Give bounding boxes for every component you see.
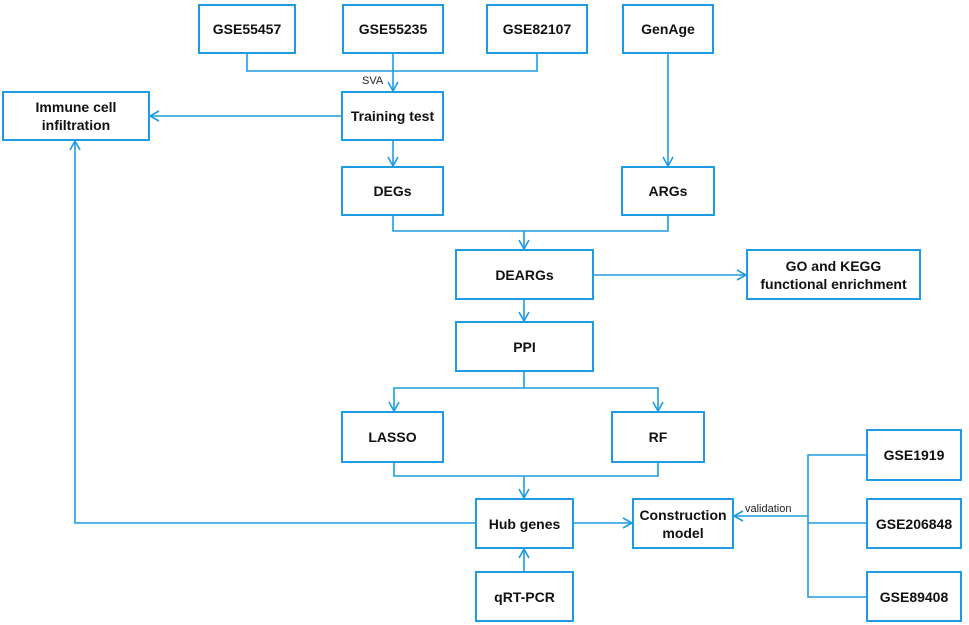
edge-label-sva: SVA xyxy=(362,75,384,87)
edge-degs-args-merge xyxy=(392,216,669,232)
node-args: ARGs xyxy=(621,166,715,216)
node-hub-genes: Hub genes xyxy=(475,498,574,549)
node-construction-model: Construction model xyxy=(632,498,734,549)
node-gse89408: GSE89408 xyxy=(866,571,962,622)
node-qrt-pcr: qRT-PCR xyxy=(475,571,574,622)
edge-hub-to-immune xyxy=(69,139,475,524)
edge-label-validation: validation xyxy=(745,503,792,515)
edge-ppi-split-rf xyxy=(524,387,664,413)
node-genage: GenAge xyxy=(622,4,714,54)
node-training-test: Training test xyxy=(341,91,444,141)
node-go-kegg: GO and KEGG functional enrichment xyxy=(746,249,921,300)
node-lasso: LASSO xyxy=(341,411,444,463)
node-deargs: DEARGs xyxy=(455,249,594,300)
edge-gse-merge xyxy=(246,54,538,72)
edge-ppi-split xyxy=(388,372,525,413)
node-rf: RF xyxy=(611,411,705,463)
node-gse1919: GSE1919 xyxy=(866,429,962,481)
node-immune-cell-infiltration: Immune cell infiltration xyxy=(2,91,150,141)
node-gse55235: GSE55235 xyxy=(342,4,444,54)
edge-validation-bracket xyxy=(807,454,866,598)
node-degs: DEGs xyxy=(341,166,444,216)
node-gse82107: GSE82107 xyxy=(486,4,588,54)
node-gse55457: GSE55457 xyxy=(198,4,296,54)
node-gse206848: GSE206848 xyxy=(866,498,962,549)
node-ppi: PPI xyxy=(455,321,594,372)
edge-lasso-rf-merge xyxy=(393,463,659,477)
